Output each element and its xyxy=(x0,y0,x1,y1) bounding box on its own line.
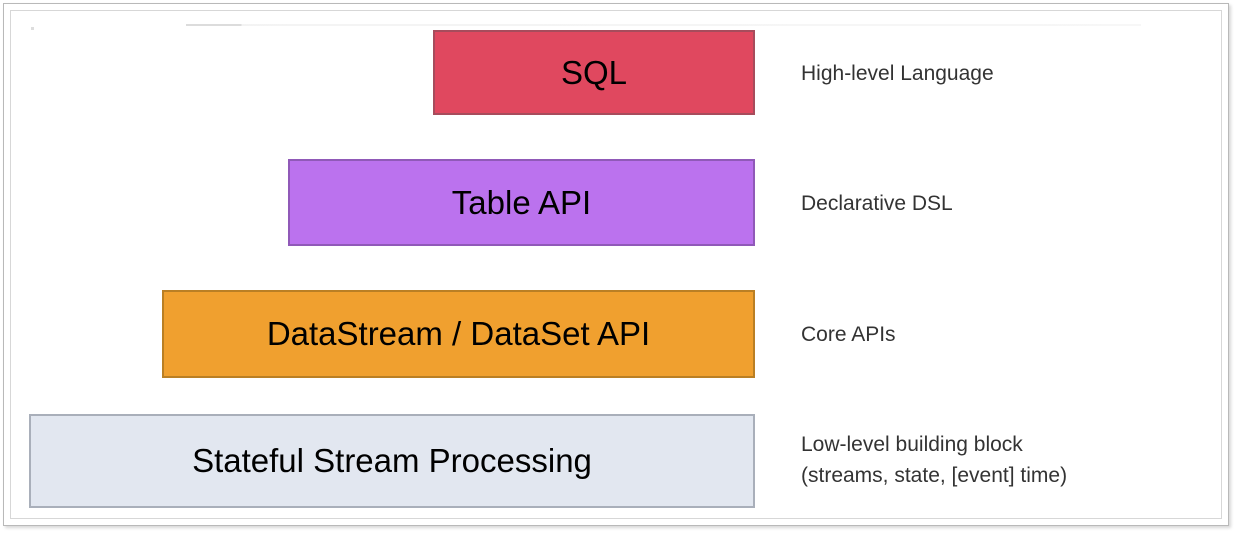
layer-box-datastream-api-label: DataStream / DataSet API xyxy=(266,315,651,352)
layer-box-sql-label: SQL xyxy=(560,53,628,91)
layer-description-stateful-stream-processing: Low-level building block (streams, state… xyxy=(801,433,1068,487)
layer-box-datastream-api[interactable]: DataStream / DataSet API xyxy=(162,290,755,378)
diagram-canvas: SQL High-level Language Table API Declar… xyxy=(10,10,1222,519)
canvas-corner-marker xyxy=(31,27,34,30)
layer-description-datastream-api: Core APIs xyxy=(801,323,896,346)
layer-box-table-api[interactable]: Table API xyxy=(288,159,755,246)
layer-box-stateful-stream-processing[interactable]: Stateful Stream Processing xyxy=(29,414,755,508)
diagram-frame: SQL High-level Language Table API Declar… xyxy=(3,3,1229,526)
layer-description-table-api: Declarative DSL xyxy=(801,192,953,215)
layer-description-sql: High-level Language xyxy=(801,62,994,85)
layer-box-table-api-label: Table API xyxy=(451,183,592,221)
layer-box-sql[interactable]: SQL xyxy=(433,30,755,115)
layer-box-stateful-stream-processing-label: Stateful Stream Processing xyxy=(192,442,592,479)
canvas-top-line-artifact xyxy=(186,24,1141,26)
